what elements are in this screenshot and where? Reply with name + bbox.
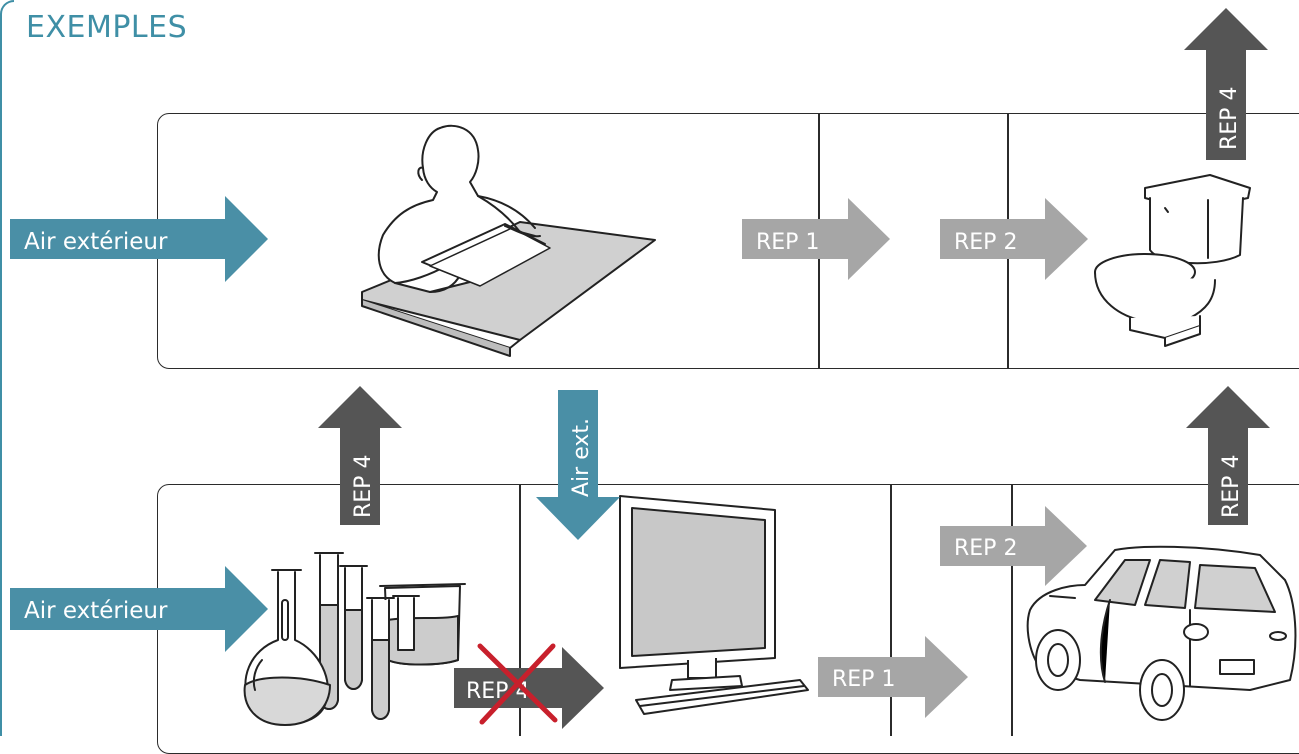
rep2-arrow-top: REP 2 [940,198,1088,280]
rep2-label-bottom: REP 2 [954,536,1017,561]
rep4-label-top-right: REP 4 [1217,87,1242,150]
air-ext-arrow-down: Air ext. [536,390,620,540]
rep1-label-bottom: REP 1 [832,667,895,692]
air-exterieur-label-top: Air extérieur [24,229,168,255]
rep2-label-top: REP 2 [954,230,1017,255]
lab-glassware-icon [245,553,465,725]
car-icon [1028,547,1296,720]
rep4-label-bottom-right: REP 4 [1219,455,1244,518]
rep1-arrow-bottom: REP 1 [818,636,968,718]
diagram-stage: EXEMPLES [0,0,1299,736]
air-ext-label: Air ext. [569,418,594,497]
air-exterieur-label-bottom: Air extérieur [24,598,168,624]
rep1-arrow-top: REP 1 [742,198,890,280]
rep2-arrow-bottom: REP 2 [940,506,1087,586]
air-exterieur-arrow-top: Air extérieur [10,196,268,282]
rep4-arrow-top-right: REP 4 [1184,8,1268,160]
diagram-svg: Air extérieur REP 1 REP 2 REP 4 REP 4 Ai… [0,0,1299,736]
rep4-label-mid-left: REP 4 [351,455,376,518]
rep4-arrow-bottom-right: REP 4 [1186,386,1270,525]
computer-icon [620,496,808,714]
air-exterieur-arrow-bottom: Air extérieur [10,566,268,652]
rep1-label-top: REP 1 [756,230,819,255]
rep4-arrow-mid-left: REP 4 [318,386,402,525]
toilet-icon [1095,175,1250,346]
office-worker-icon [362,126,655,356]
rep4-arrow-crossed: REP 4 [454,647,604,729]
